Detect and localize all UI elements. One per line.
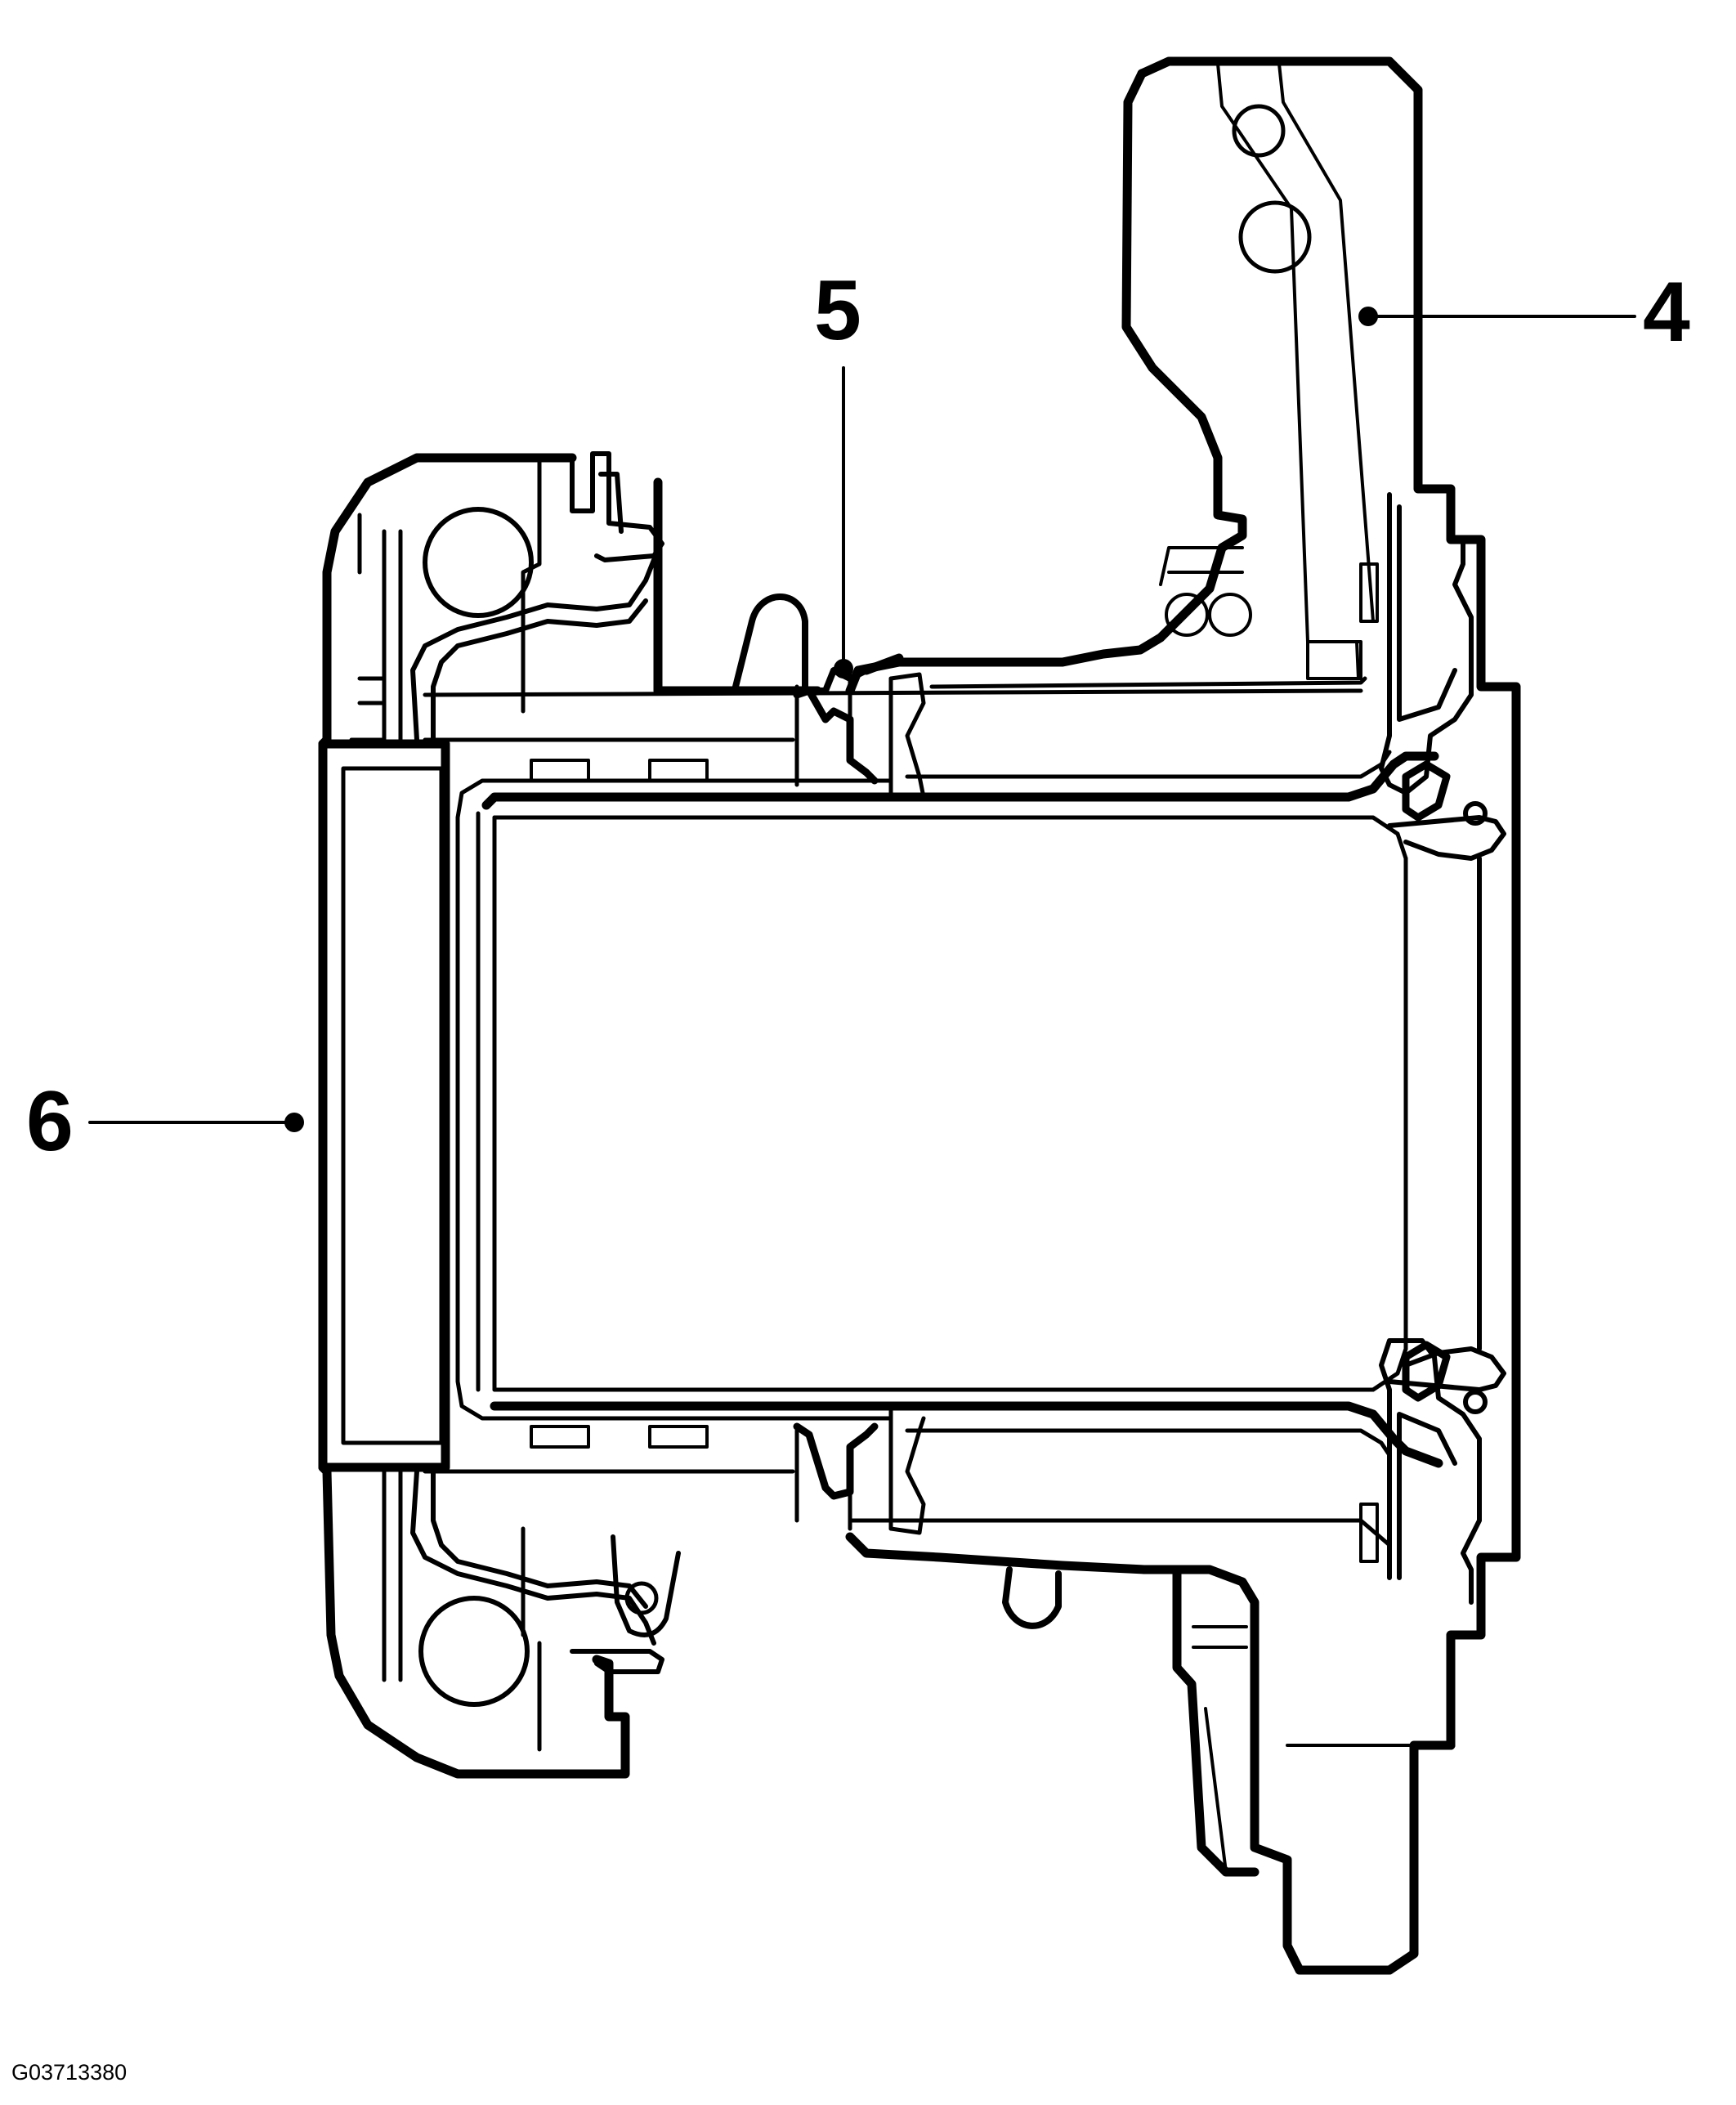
leader-dot-6 <box>284 1113 304 1132</box>
bearing-ball-upper <box>423 507 534 618</box>
bearing-ball-lower <box>418 1596 530 1707</box>
leader-lines <box>88 315 1636 1124</box>
callout-label-4: 4 <box>1643 265 1690 360</box>
lower-housing <box>845 1532 1456 1975</box>
leader-dot-5 <box>834 659 853 679</box>
sleeve <box>423 477 1443 1547</box>
callout-label-5: 5 <box>814 263 861 358</box>
left-bearing-housing <box>318 451 681 1779</box>
figure-id: G03713380 <box>11 2060 128 2085</box>
face-plate-inner <box>341 766 444 1445</box>
leader-dot-4 <box>1358 307 1378 326</box>
pivot-circle-lower <box>1238 200 1312 274</box>
rod-end-block <box>1306 640 1362 680</box>
face-plate-outer <box>318 739 450 1472</box>
callout-label-6: 6 <box>26 1074 74 1169</box>
housing-arm <box>845 56 1521 1750</box>
pivot-circle-upper <box>1232 104 1286 158</box>
upper-pin <box>732 593 808 690</box>
inner-bore <box>492 815 1408 1392</box>
